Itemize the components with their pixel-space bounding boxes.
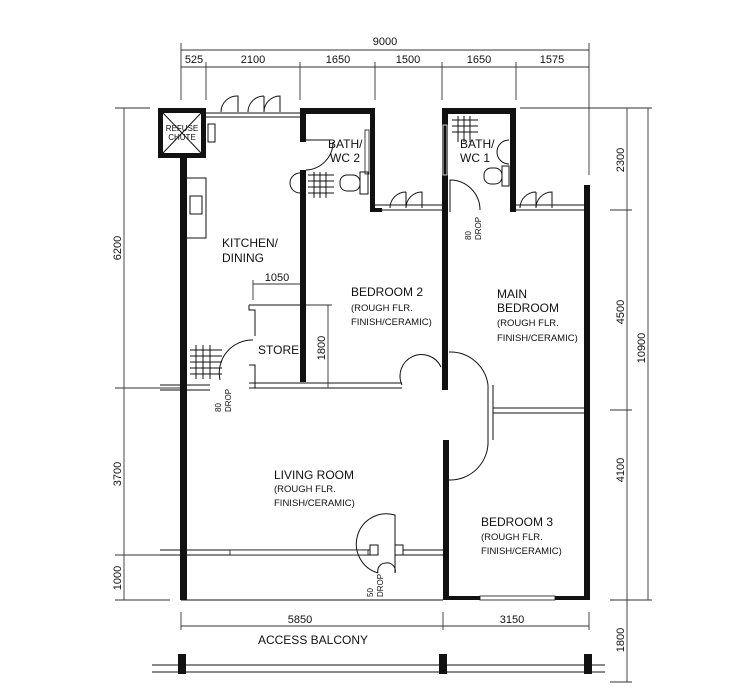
main-bedroom-floor-2: FINISH/CERAMIC) xyxy=(497,333,578,344)
right-dimensions: 2300 4500 4100 1800 10900 xyxy=(520,107,652,683)
dim-store-width: 1050 xyxy=(265,272,289,284)
bottom-dimensions: 5850 3150 xyxy=(180,612,590,630)
kitchen-label-1: KITCHEN/ xyxy=(222,236,279,250)
dim-top-2: 2100 xyxy=(241,54,265,66)
store-dimensions: 1050 1800 xyxy=(252,272,332,388)
room-labels: REFUSE CHUTE BATH/ WC 2 BATH/ WC 1 KITCH… xyxy=(166,124,578,557)
dim-left-2: 3700 xyxy=(112,462,124,486)
living-room-floor-2: FINISH/CERAMIC) xyxy=(274,498,355,509)
dim-right-2: 4500 xyxy=(615,300,627,324)
bedroom2-floor-2: FINISH/CERAMIC) xyxy=(351,317,432,328)
living-room-label: LIVING ROOM xyxy=(274,468,354,482)
dim-left-3: 1000 xyxy=(112,566,124,590)
bedroom2-label: BEDROOM 2 xyxy=(351,285,423,299)
dim-right-4: 1800 xyxy=(615,628,627,652)
access-balcony-label: ACCESS BALCONY xyxy=(258,633,368,647)
bedroom3-floor-1: (ROUGH FLR. xyxy=(481,532,543,543)
dim-top-6: 1575 xyxy=(540,54,564,66)
bath1-label-1: BATH/ xyxy=(460,137,495,151)
bedroom2-floor-1: (ROUGH FLR. xyxy=(351,303,413,314)
dim-bottom-1: 5850 xyxy=(288,614,312,626)
entrance-drop-label: DROP xyxy=(376,574,385,597)
main-bedroom-floor-1: (ROUGH FLR. xyxy=(497,318,559,329)
store-label: STORE xyxy=(258,343,299,357)
bedroom3-label: BEDROOM 3 xyxy=(481,515,553,529)
dim-bottom-2: 3150 xyxy=(500,614,524,626)
bath1-label-2: WC 1 xyxy=(460,151,490,165)
dim-total-width: 9000 xyxy=(373,36,397,48)
balcony-railing xyxy=(152,654,605,674)
dim-top-1: 525 xyxy=(185,54,203,66)
dim-left-1: 6200 xyxy=(112,236,124,260)
dim-store-depth: 1800 xyxy=(316,336,328,360)
dim-top-3: 1650 xyxy=(326,54,350,66)
bath2-label-2: WC 2 xyxy=(330,151,360,165)
main-bedroom-label-1: MAIN xyxy=(497,287,527,301)
main-bedroom-label-2: BEDROOM xyxy=(497,301,559,315)
dim-right-1: 2300 xyxy=(615,148,627,172)
left-dimensions: 6200 3700 1000 xyxy=(112,107,180,601)
living-room-floor-1: (ROUGH FLR. xyxy=(274,484,336,495)
kitchen-drop-label: DROP xyxy=(224,389,233,412)
refuse-chute-label-2: CHUTE xyxy=(168,133,196,142)
top-dimensions: 9000 525 2100 1650 1500 1650 1575 xyxy=(180,36,590,175)
bath1-drop-value: 80 xyxy=(464,231,473,240)
bedroom3-floor-2: FINISH/CERAMIC) xyxy=(481,546,562,557)
kitchen-label-2: DINING xyxy=(222,251,264,265)
drop-labels: 80 DROP 80 DROP 50 DROP xyxy=(214,217,483,597)
dim-top-5: 1650 xyxy=(467,54,491,66)
bath2-label-1: BATH/ xyxy=(328,137,363,151)
dim-right-3: 4100 xyxy=(615,458,627,482)
dim-right-total: 10900 xyxy=(636,333,648,364)
kitchen-drop-value: 80 xyxy=(214,403,223,412)
entrance-drop-value: 50 xyxy=(366,588,375,597)
dim-top-4: 1500 xyxy=(396,54,420,66)
refuse-chute-label-1: REFUSE xyxy=(166,124,198,133)
bath1-drop-label: DROP xyxy=(474,217,483,240)
walls xyxy=(158,95,590,601)
